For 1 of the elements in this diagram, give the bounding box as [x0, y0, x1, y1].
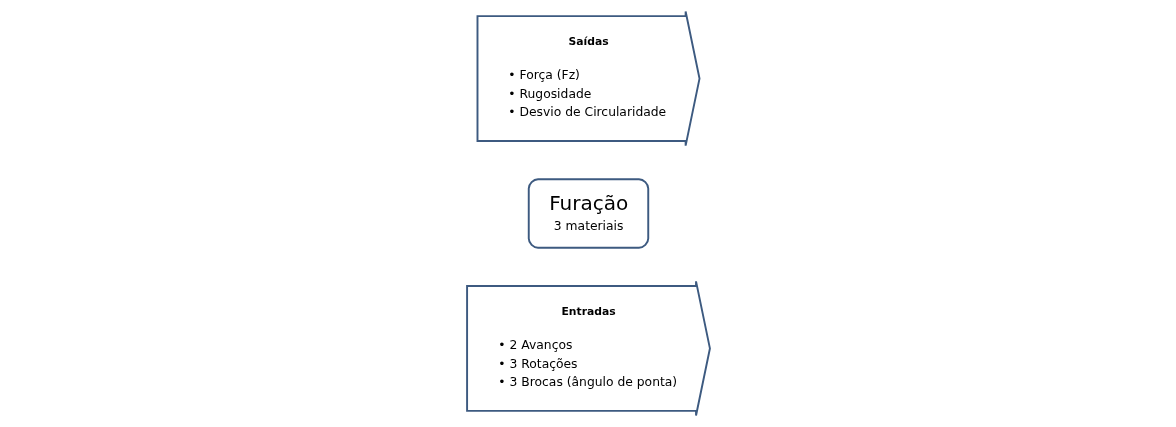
node-box: Furação 3 materiais — [527, 178, 649, 249]
